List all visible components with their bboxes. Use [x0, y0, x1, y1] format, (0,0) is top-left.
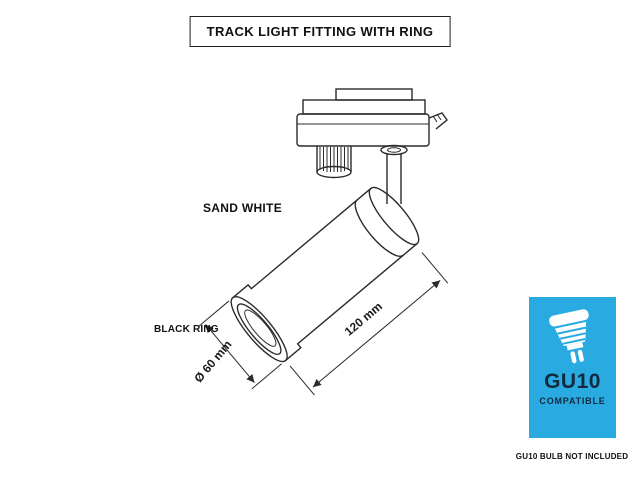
- track-adapter: [296, 88, 448, 204]
- diameter-dimension-label: Ø 60 mm: [191, 338, 234, 386]
- locking-lever-icon: [428, 112, 448, 130]
- gu10-compatible-badge: GU10 COMPATIBLE: [529, 297, 616, 438]
- badge-compatible-text: COMPATIBLE: [539, 396, 606, 406]
- diameter-dimension: [198, 300, 283, 390]
- diagram-title: TRACK LIGHT FITTING WITH RING: [189, 16, 451, 47]
- length-dimension: [289, 252, 449, 396]
- knurled-knob: [316, 146, 352, 179]
- length-dimension-label: 120 mm: [342, 299, 385, 338]
- front-ring: [230, 296, 288, 363]
- gu10-bulb-icon: [548, 309, 589, 364]
- finish-label: SAND WHITE: [203, 201, 282, 215]
- badge-gu10-text: GU10: [544, 370, 601, 393]
- ring-label: BLACK RING: [154, 324, 219, 335]
- bulb-not-included-note: GU10 BULB NOT INCLUDED: [515, 452, 629, 461]
- spotlight-body: [198, 186, 449, 396]
- stem: [380, 144, 408, 204]
